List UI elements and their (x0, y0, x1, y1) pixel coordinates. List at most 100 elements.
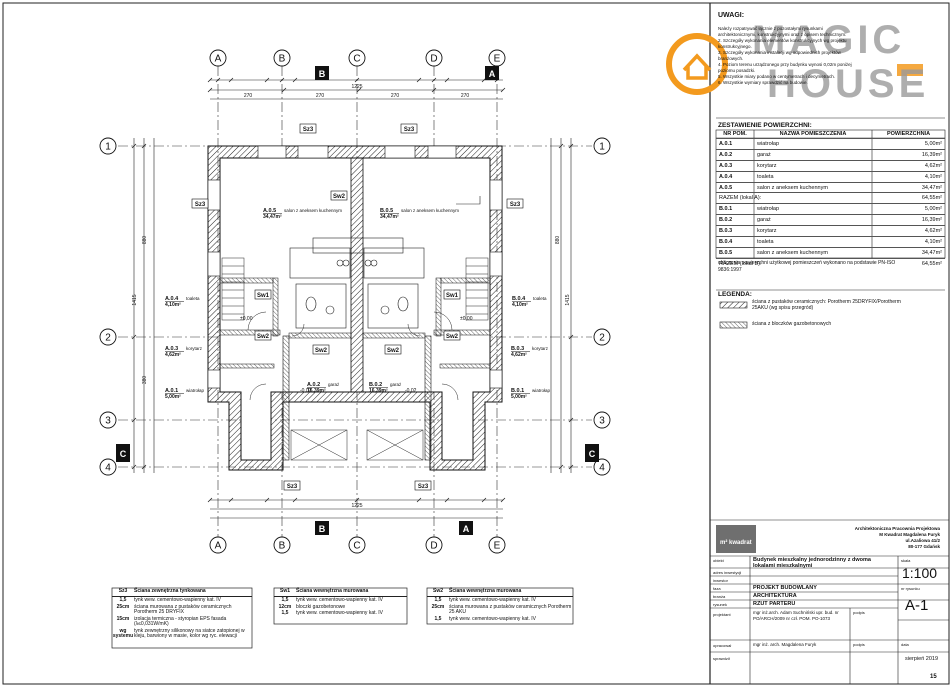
wall-spec-layer: tynk wew. cementowo-wapienny kat. IV (449, 597, 536, 603)
areas-cell-id: RAZEM (lokal A): (719, 195, 762, 202)
axis-3-right-circle (593, 411, 611, 429)
svg-text:1415: 1415 (132, 294, 138, 305)
room-area: 16,39m² (307, 388, 326, 394)
areas-cell-area: 5,00m² (924, 140, 942, 147)
room-area: 16,39m² (369, 388, 388, 394)
wall-spec-thickness: 1,5 (281, 610, 289, 616)
overall-dim-top: 1225 (351, 84, 362, 90)
label-signature: podpis (853, 642, 865, 647)
room-id: A.0.2 (307, 382, 320, 388)
wall-tag-sw2-a: Sw2 (257, 334, 270, 340)
svg-text:270: 270 (391, 93, 400, 99)
room-name: wiatrołap (532, 388, 551, 393)
areas-cell-area: 34,47m² (921, 184, 942, 191)
room-area: 5,00m² (511, 394, 527, 400)
room-name: toaleta (186, 296, 200, 301)
areas-cell-area: 4,62m² (924, 162, 942, 169)
wall-spec-thickness: 1,5 (434, 615, 442, 622)
wall-spec-layer: tynk zewnętrzny silikonowy na siatce zat… (134, 627, 245, 639)
room-name: korytarz (532, 346, 549, 351)
stairs (221, 257, 489, 321)
section-label-a-bottom: A (463, 524, 470, 534)
axis-3-right-label: 3 (599, 416, 605, 427)
legend-title: LEGENDA: (718, 291, 752, 298)
garage-doors (290, 429, 424, 461)
level-mark-a: ±0,00 (240, 316, 253, 322)
areas-header: NR POM. (723, 131, 747, 137)
areas-cell-name: salon z aneksem kuchennym (757, 249, 828, 256)
note-item: 2. Szczegóły wykonania elementów konstru… (718, 38, 847, 49)
wall-spec-layer: ściana murowana z pustaków ceramicznych … (134, 603, 232, 615)
wall-spec-layer: tynk wew. cementowo-wapienny kat. IV (449, 615, 536, 622)
title-block-grid (710, 555, 949, 684)
object-name: Budynek mieszkalny jednorodzinny z dwoma… (753, 557, 871, 569)
dimension-lines (133, 79, 572, 519)
wall-spec-thickness: 1,5 (434, 597, 442, 603)
areas-cell-id: B.0.1 (719, 206, 733, 213)
wall-spec-layer: tynk wew. cementowo-wapienny kat. IV (296, 610, 383, 616)
room-name: wiatrołap (186, 388, 205, 393)
label-object: obiekt (713, 558, 724, 563)
wall-spec-tag: Sw1 (279, 588, 290, 594)
axis-2-left-circle (99, 328, 117, 346)
svg-text:270: 270 (461, 93, 470, 99)
axis-1-right-label: 1 (599, 142, 605, 153)
svg-text:880: 880 (142, 236, 148, 245)
room-id: B.0.2 (369, 382, 382, 388)
areas-cell-name: toaleta (757, 238, 774, 245)
scale-value: 1:100 (902, 565, 938, 581)
axis-1-left-circle (99, 137, 117, 155)
brand-mark: m² kwadrat (720, 540, 752, 546)
axis-b-top-label: B (279, 54, 286, 65)
svg-text:380: 380 (142, 376, 148, 385)
label-branch: branża (713, 594, 726, 599)
axis-2-right-label: 2 (599, 333, 605, 344)
dimension-texts: 1225 1225 270 270 270 270 1415 880 380 1… (132, 84, 571, 509)
designer-value: mgr inż.arch. Adam Suchniński upr. bud. … (753, 610, 839, 621)
wall-spec-row: 1,5 tynk wew. cementowo-wapienny kat. IV (427, 597, 573, 604)
label-phase: faza (713, 586, 721, 591)
wall-spec-row: 25cm ściana murowana z pustaków ceramiczn… (427, 603, 573, 616)
wall-tag-sz3-left: Sz3 (195, 202, 206, 208)
wall-tag-sw2-party: Sw2 (333, 194, 346, 200)
axis-1-right-circle (593, 137, 611, 155)
level-mark-b: ±0,00 (460, 316, 473, 322)
axis-4-right-label: 4 (599, 463, 605, 474)
room-area: 4,10m² (165, 302, 181, 308)
axis-c-bottom-circle (348, 536, 366, 554)
drafter-value: mgr inż. arch. Magdalena Furyk (753, 642, 817, 647)
drawing-value: RZUT PARTERU (753, 601, 796, 607)
label-designer: projektant (713, 612, 731, 617)
axis-2-left-label: 2 (105, 333, 111, 344)
areas-cell-area: 5,00m² (924, 206, 942, 213)
wall-tags: Sz3 Sz3 Sz3 Sz3 Sw2 Sw1 Sw1 Sw2 Sw2 Sw2 … (191, 123, 524, 491)
logo-line1: MAGIC (752, 18, 906, 62)
section-mark-labels: B A B A C C (120, 69, 596, 534)
axis-a-top-circle (209, 49, 227, 67)
axis-d-bottom-label: D (430, 541, 437, 552)
wall-spec-layer: izolacja termiczna - styropian EPS fasad… (134, 615, 227, 627)
wall-spec-thickness: 1,5 (119, 597, 127, 603)
axis-1-left-label: 1 (105, 142, 111, 153)
wall-spec-thickness: 25cm (431, 603, 445, 610)
drawing-number: A-1 (905, 597, 929, 614)
svg-text:1415: 1415 (565, 294, 571, 305)
level-mark-garage-b: -0,02 (405, 388, 417, 394)
room-area: 4,62m² (511, 352, 527, 358)
axis-e-bottom-circle (488, 536, 506, 554)
room-id: A.0.1 (165, 388, 178, 394)
areas-cell-id: A.0.1 (719, 140, 733, 147)
svg-text:880: 880 (555, 236, 561, 245)
axis-d-top-circle (425, 49, 443, 67)
office-line: 80-177 Gdańsk (908, 544, 940, 549)
wall-spec-layer: ściana murowana z pustaków ceramicznych … (449, 603, 572, 615)
room-name: toaleta (533, 296, 547, 301)
areas-cell-name: salon z aneksem kuchennym (757, 184, 828, 191)
